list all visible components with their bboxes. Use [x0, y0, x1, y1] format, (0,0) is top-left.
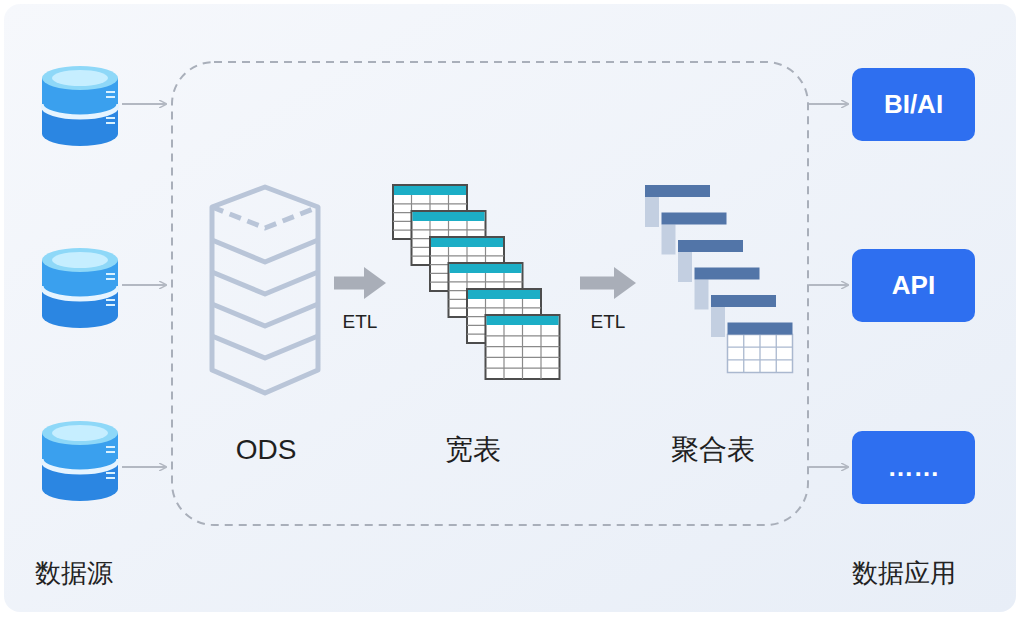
output-arrows [809, 104, 848, 467]
database-icon [42, 421, 118, 501]
source-arrows [122, 104, 166, 467]
section-label: 数据源 [35, 556, 113, 591]
data-layer-node: 宽表 [388, 180, 578, 475]
etl-arrow [580, 277, 614, 290]
edge-label: ETL [591, 311, 626, 333]
etl-arrow [334, 277, 364, 290]
section-label: 数据应用 [852, 556, 956, 591]
application-box: BI/AI [852, 68, 975, 141]
layer-name: 宽表 [388, 433, 578, 467]
application-name: …… [888, 452, 940, 483]
application-name: BI/AI [884, 89, 943, 120]
wide-table-icon [486, 315, 560, 379]
layer-name: 聚合表 [638, 433, 798, 467]
ods-stack-icon [212, 187, 318, 393]
data-layer-node: ODS [200, 180, 332, 475]
application-box: …… [852, 431, 975, 504]
database-icon [42, 248, 118, 328]
aggregate-table-icon [728, 323, 793, 373]
application-name: API [892, 270, 935, 301]
edge-label: ETL [343, 311, 378, 333]
layer-name: ODS [200, 433, 332, 467]
application-box: API [852, 249, 975, 322]
aggregate-table-icons [645, 185, 793, 373]
database-icons [42, 66, 118, 501]
database-icon [42, 66, 118, 146]
warehouse-region [172, 62, 808, 525]
panel [4, 4, 1016, 612]
wide-table-icons [393, 185, 560, 379]
data-layer-node: 聚合表 [638, 180, 798, 475]
